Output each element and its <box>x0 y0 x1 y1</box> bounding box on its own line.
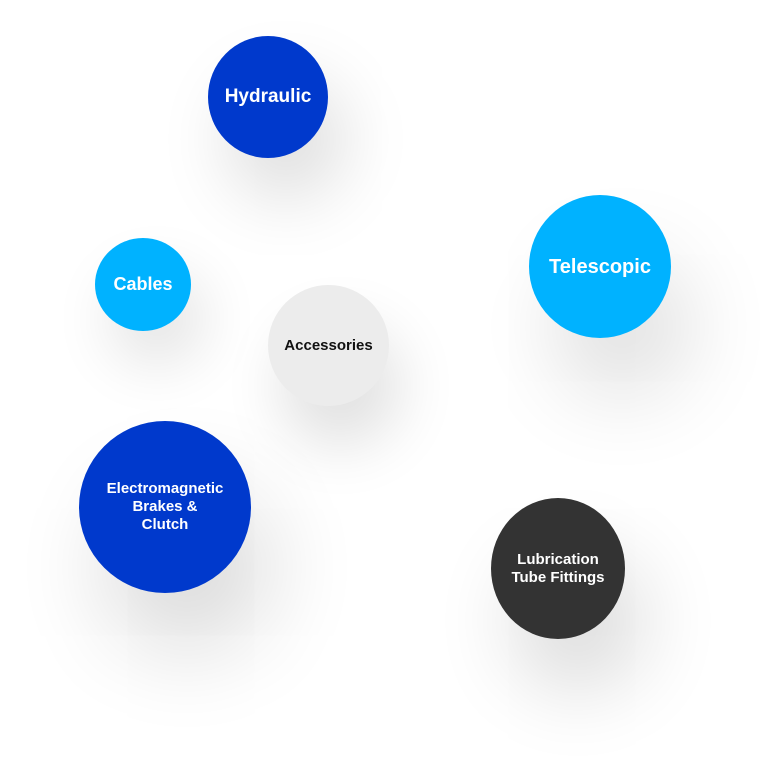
bubble-telescopic[interactable]: Telescopic <box>529 195 671 338</box>
bubble-accessories-center[interactable]: Accessories <box>268 285 389 406</box>
bubble-electromagnetic-brakes-clutch[interactable]: Electromagnetic Brakes & Clutch <box>79 421 251 593</box>
bubble-cables[interactable]: Cables <box>95 238 191 331</box>
bubble-accessories-label: Accessories <box>284 336 373 354</box>
bubble-lubrication-label: Lubrication Tube Fittings <box>511 550 605 586</box>
bubble-lubrication-tube-fittings[interactable]: Lubrication Tube Fittings <box>491 498 625 639</box>
bubble-electromagnetic-label: Electromagnetic Brakes & Clutch <box>106 480 224 533</box>
bubble-hydraulic[interactable]: Hydraulic <box>208 36 328 158</box>
bubble-cables-label: Cables <box>113 273 173 294</box>
bubble-hydraulic-label: Hydraulic <box>224 85 312 107</box>
bubble-telescopic-label: Telescopic <box>549 255 651 278</box>
